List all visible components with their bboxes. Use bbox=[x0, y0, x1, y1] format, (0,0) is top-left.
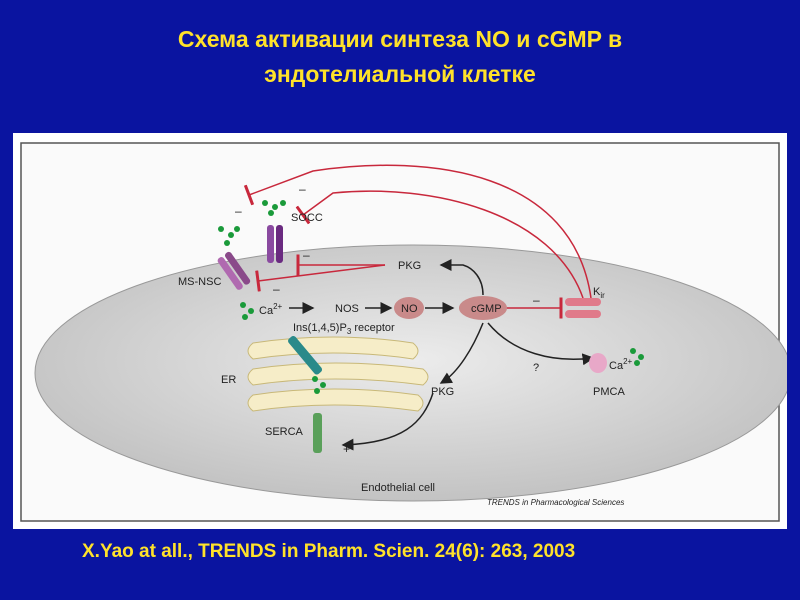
journal-label: TRENDS in Pharmacological Sciences bbox=[487, 498, 624, 507]
minus-sign-socc: – bbox=[303, 248, 310, 262]
ca-main-label: Ca2+ bbox=[259, 302, 283, 317]
socc-label: SOCC bbox=[291, 212, 323, 224]
ca-pmca-label: Ca2+ bbox=[609, 357, 633, 372]
slide-title: Схема активации синтеза NO и cGMP в эндо… bbox=[0, 22, 800, 92]
socc-channel bbox=[267, 225, 283, 263]
ip3-receptor bbox=[288, 335, 323, 375]
kir-label: Kir bbox=[593, 286, 605, 300]
minus-sign-ms: – bbox=[273, 282, 280, 296]
pkg-top-label: PKG bbox=[398, 260, 421, 272]
inhibition-arcs bbox=[243, 164, 592, 319]
pkg-bottom-label: PKG bbox=[431, 386, 454, 398]
activation-arrows bbox=[289, 259, 595, 451]
cgmp-molecule bbox=[459, 296, 507, 320]
minus-sign-top2: – bbox=[299, 182, 306, 196]
calcium-particles bbox=[218, 200, 644, 394]
no-molecule bbox=[394, 297, 424, 319]
serca-label: SERCA bbox=[265, 426, 304, 438]
plus-sign-serca: + bbox=[343, 442, 350, 456]
endothelial-cell-label: Endothelial cell bbox=[361, 482, 435, 494]
minus-sign-top1: – bbox=[235, 204, 242, 218]
signaling-diagram: SOCC MS-NSC PKG Ca2+ NOS NO cGMP Kir Ins… bbox=[20, 142, 787, 522]
minus-sign-cgmp: – bbox=[533, 293, 540, 307]
ms-nsc-channel bbox=[217, 251, 251, 290]
slide-title-line-2: эндотелиальной клетке bbox=[264, 61, 536, 87]
no-label: NO bbox=[401, 303, 418, 315]
pmca-label: PMCA bbox=[593, 386, 625, 398]
nos-label: NOS bbox=[335, 303, 359, 315]
citation: X.Yao at all., TRENDS in Pharm. Scien. 2… bbox=[82, 541, 576, 562]
er-label: ER bbox=[221, 374, 236, 386]
serca-pump bbox=[313, 413, 322, 453]
cgmp-label: cGMP bbox=[471, 303, 502, 315]
pmca-pump bbox=[589, 353, 607, 373]
slide-title-line-1: Схема активации синтеза NO и cGMP в bbox=[177, 26, 623, 52]
endoplasmic-reticulum bbox=[247, 336, 429, 412]
ms-nsc-label: MS-NSC bbox=[178, 276, 221, 288]
kir-channel bbox=[565, 298, 601, 318]
figure-panel: SOCC MS-NSC PKG Ca2+ NOS NO cGMP Kir Ins… bbox=[13, 133, 787, 529]
question-label: ? bbox=[533, 362, 539, 374]
ins-receptor-label: Ins(1,4,5)P3 receptor bbox=[293, 322, 395, 336]
